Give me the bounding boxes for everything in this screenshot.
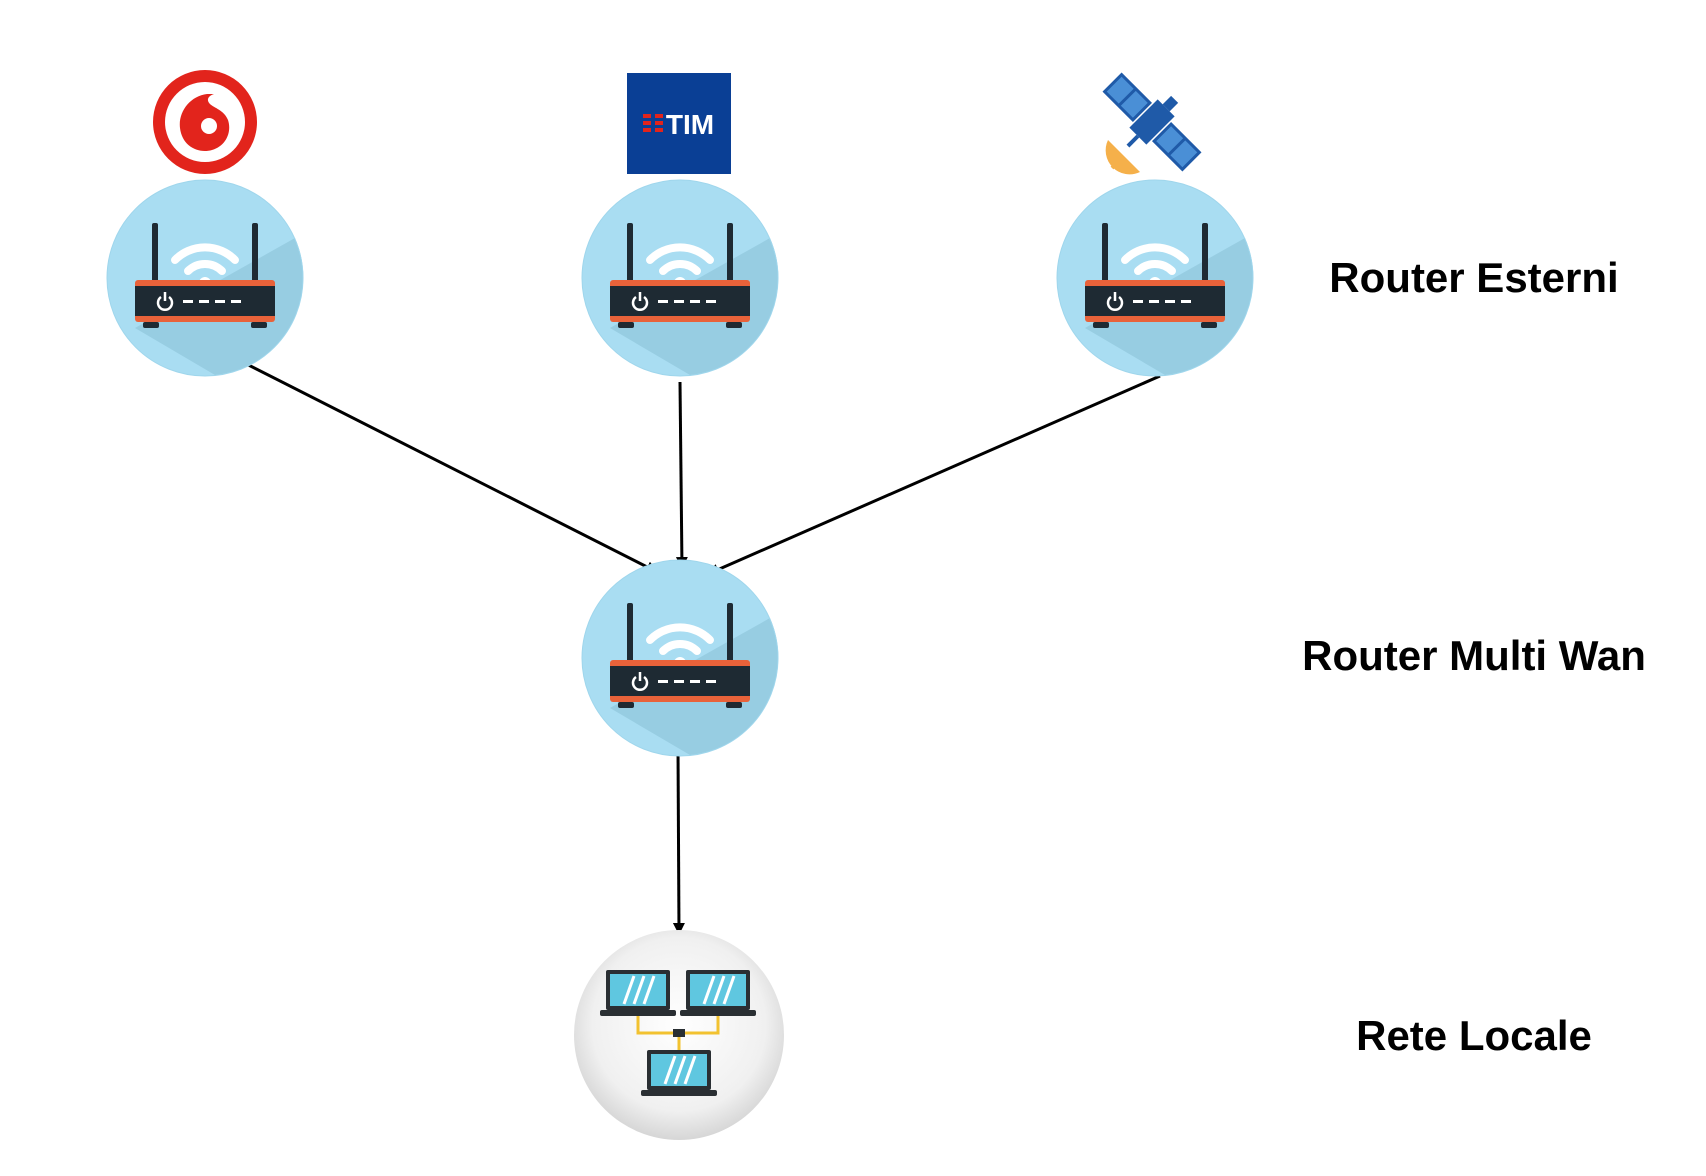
router-icon-tim bbox=[582, 180, 778, 376]
tim-logo-text: TIM bbox=[666, 109, 714, 140]
tier-label-local-network: Rete Locale bbox=[1356, 1012, 1592, 1059]
arrow-multiwan-to-lan bbox=[672, 747, 685, 935]
arrow-satellite-to-multiwan bbox=[707, 374, 1161, 576]
vodafone-logo-icon bbox=[153, 70, 257, 174]
arrow-vodafone-to-multiwan bbox=[212, 345, 658, 574]
router-icon-satellite bbox=[1057, 180, 1253, 376]
tim-logo-icon: TIM bbox=[627, 73, 731, 174]
router-icon-multiwan bbox=[582, 560, 778, 756]
tier-label-multiwan-router: Router Multi Wan bbox=[1302, 632, 1646, 679]
satellite-icon bbox=[1102, 72, 1202, 175]
router-icon-vodafone bbox=[107, 180, 303, 376]
local-network-icon bbox=[574, 930, 784, 1140]
tier-label-external-routers: Router Esterni bbox=[1329, 254, 1619, 301]
laptop-icon-left bbox=[598, 968, 678, 1018]
arrow-tim-to-multiwan bbox=[675, 381, 688, 569]
laptop-icon-bottom bbox=[639, 1048, 719, 1098]
connections bbox=[212, 345, 1161, 935]
laptop-icon-right bbox=[678, 968, 758, 1018]
